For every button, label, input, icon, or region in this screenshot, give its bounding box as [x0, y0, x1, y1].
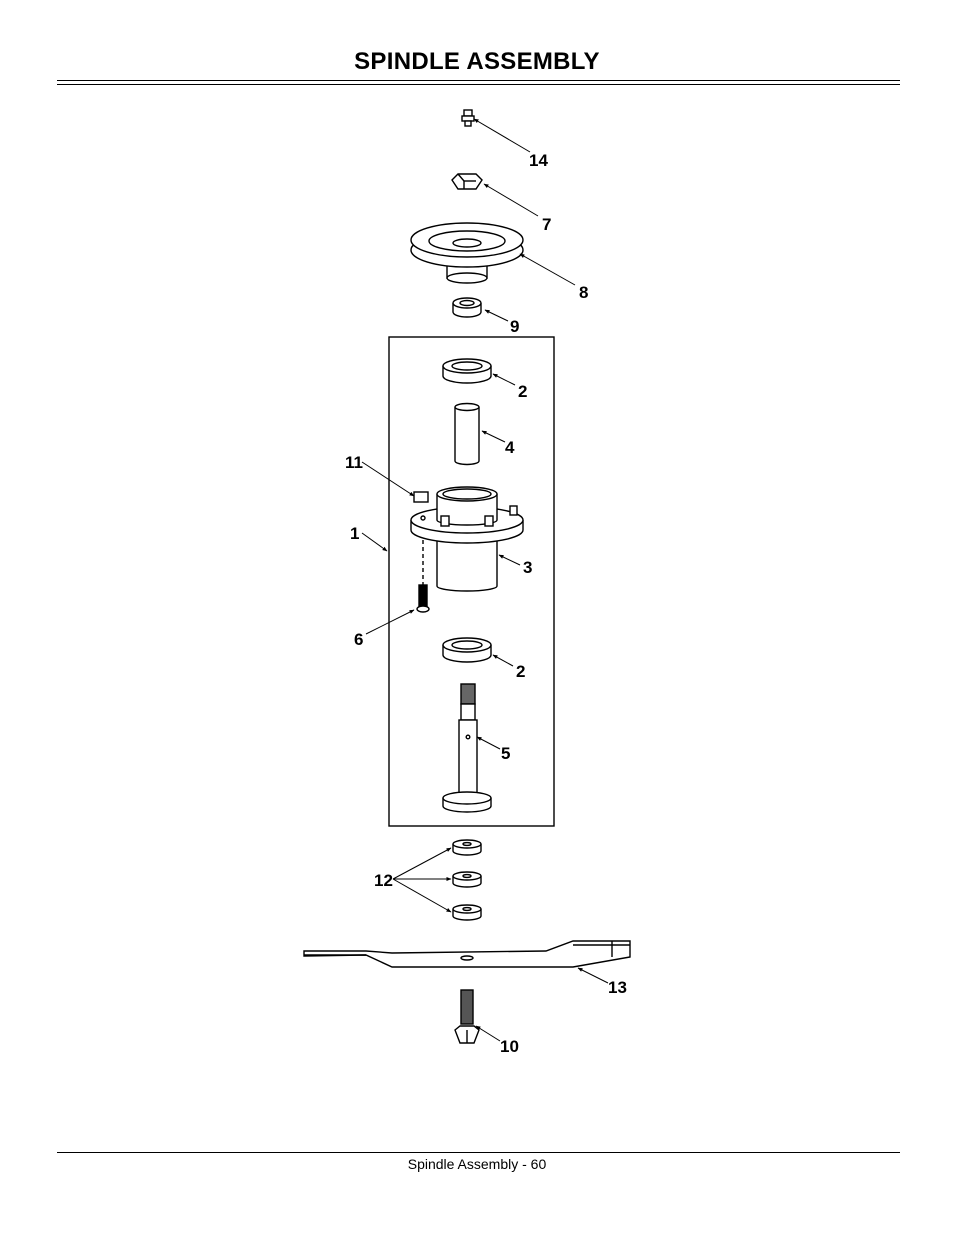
callout-2-bottom: 2	[516, 662, 525, 681]
washer-part-2	[452, 871, 482, 888]
callout-7: 7	[542, 215, 551, 234]
spacer-tube-part	[454, 402, 480, 466]
callout-4: 4	[505, 438, 515, 457]
header-rule-top	[57, 80, 900, 81]
callout-1: 1	[350, 524, 359, 543]
blade-bolt-part	[454, 989, 480, 1044]
callout-13: 13	[608, 978, 627, 997]
bearing-top-part	[442, 358, 492, 384]
callout-12: 12	[374, 871, 393, 890]
spacer-part	[452, 297, 482, 318]
grease-fitting-part	[461, 109, 475, 127]
spindle-shaft-part	[442, 683, 492, 813]
carriage-bolt-part	[416, 584, 430, 613]
bearing-bottom-part	[442, 637, 492, 663]
washer-part-1	[452, 839, 482, 856]
spindle-housing-box	[388, 336, 555, 827]
spindle-housing-part	[410, 486, 524, 592]
mower-blade-part	[303, 940, 631, 968]
callout-14: 14	[529, 151, 548, 170]
callout-3: 3	[523, 558, 532, 577]
callout-10: 10	[500, 1037, 519, 1056]
header-rule-bottom	[57, 84, 900, 85]
washer-part-3	[452, 904, 482, 921]
callout-9: 9	[510, 317, 519, 336]
pulley-part	[410, 222, 524, 284]
callout-2-top: 2	[518, 382, 527, 401]
flange-nut-part	[413, 491, 429, 503]
hex-nut-part	[451, 173, 483, 190]
page-footer: Spindle Assembly - 60	[407, 1156, 547, 1172]
callout-6: 6	[354, 630, 363, 649]
footer-rule	[57, 1152, 900, 1153]
callout-5: 5	[501, 744, 510, 763]
page-title: SPINDLE ASSEMBLY	[354, 48, 600, 75]
callout-11: 11	[345, 453, 363, 472]
callout-8: 8	[579, 283, 588, 302]
